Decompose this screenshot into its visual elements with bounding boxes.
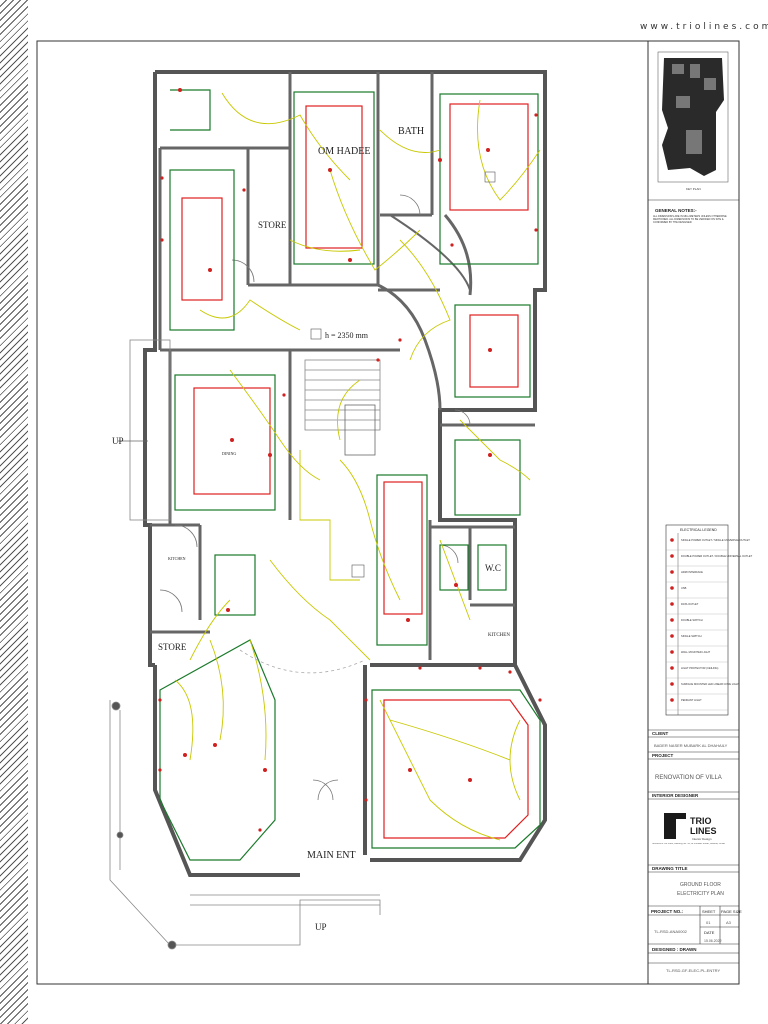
legend-symbol-icon bbox=[670, 602, 674, 606]
logo-lines: LINES bbox=[690, 826, 717, 836]
room-label-store-upper: STORE bbox=[258, 220, 287, 230]
room-label-store-lower: STORE bbox=[158, 642, 187, 652]
floor-plan: OM HADEE BATH STORE STORE W.C KITCHEN KI… bbox=[109, 70, 547, 950]
sheet-border bbox=[36, 40, 740, 985]
room-label-kitchen-left: KITCHEN bbox=[168, 556, 186, 561]
up-arrow-left: UP bbox=[112, 436, 124, 446]
legend-symbol-icon bbox=[670, 618, 674, 622]
legend-title: ELECTRICAL LEGEND bbox=[680, 528, 717, 532]
legend-item: DOUBLE SWITCH bbox=[681, 618, 703, 622]
room-label-dining: DINING bbox=[222, 451, 236, 456]
logo-tagline: Interior Design bbox=[692, 837, 712, 841]
dimension-label: h = 2350 mm bbox=[325, 331, 369, 340]
client-label: CLIENT bbox=[652, 731, 669, 736]
curved-wall bbox=[389, 214, 471, 291]
logo-trio: TRIO bbox=[690, 816, 712, 826]
legend-item: SINGLE SWITCH bbox=[681, 634, 702, 638]
legend-symbol-icon bbox=[670, 570, 674, 574]
drawing-title-line-2: ELECTRICITY PLAN bbox=[677, 891, 724, 897]
page-size: A3 bbox=[726, 920, 732, 925]
room-label-wc: W.C bbox=[485, 563, 501, 573]
outer-wall bbox=[370, 663, 547, 862]
room-label-om-hadee: OM HADEE bbox=[318, 146, 371, 157]
outer-wall bbox=[155, 70, 547, 665]
general-notes-title: GENERAL NOTES:- bbox=[655, 208, 697, 213]
room-label-main-ent: MAIN ENT bbox=[307, 850, 356, 861]
sheet-label: SHEET bbox=[702, 909, 716, 914]
drawing-code: TL-RSD-GF-ELEC-PL-ENTRY bbox=[666, 968, 720, 973]
client-name: BADER NASER MUBARK AL DHAHAILY bbox=[654, 743, 728, 748]
staircase bbox=[304, 359, 381, 456]
legend-item: LIGHT PROTECTOR (CEILING) bbox=[681, 666, 719, 670]
general-notes-text: ALL DIMENSIONS ARE IN MILLIMETERS UNLESS… bbox=[653, 215, 727, 224]
title-block: KEY PLAN GENERAL NOTES:- ALL DIMENSIONS … bbox=[648, 51, 753, 973]
trio-lines-logo: TRIO LINES Interior Design bbox=[664, 813, 717, 841]
room-label-bath: BATH bbox=[398, 126, 424, 137]
legend-symbol-icon bbox=[670, 634, 674, 638]
legend-symbol-icon bbox=[670, 554, 674, 558]
key-plan: KEY PLAN bbox=[657, 51, 729, 191]
key-plan-label: KEY PLAN bbox=[686, 187, 701, 191]
legend-symbol-icon bbox=[670, 586, 674, 590]
hatched-margin bbox=[0, 0, 28, 1024]
designer-address: Showroom: 1st Floor, Building No. 12, Al… bbox=[652, 843, 726, 845]
legend-symbol-icon bbox=[670, 666, 674, 670]
project-name: RENOVATION OF VILLA bbox=[655, 775, 722, 781]
outer-wall bbox=[153, 665, 300, 877]
legend-item: DOUBLE POWER OUTLET / DOUBLE UNIVERSAL O… bbox=[681, 554, 753, 558]
legend-symbol-icon bbox=[670, 698, 674, 702]
legend-item: SURFACE MOUNTED LED LINEAR COVE LIGHT bbox=[681, 682, 740, 686]
legend-item: USB bbox=[681, 586, 687, 590]
legend-symbol-icon bbox=[670, 650, 674, 654]
outer-wall bbox=[143, 72, 157, 667]
project-label: PROJECT bbox=[652, 753, 674, 758]
legend-item: PENDANT LIGHT bbox=[681, 698, 702, 702]
drawing-title-line-1: GROUND FLOOR bbox=[680, 882, 721, 888]
drawing-title-label: DRAWING TITLE bbox=[652, 866, 688, 871]
website-url: www.triolines.com bbox=[640, 22, 768, 32]
electrical-legend: ELECTRICAL LEGEND SINGLE POWER OUTLET / … bbox=[665, 524, 753, 716]
project-no-label: PROJECT NO.: bbox=[651, 909, 684, 914]
designer-label: INTERIOR DESIGNER bbox=[652, 793, 699, 798]
curved-wall bbox=[443, 214, 473, 296]
curved-wall bbox=[377, 283, 442, 411]
up-arrow-bottom: UP bbox=[315, 922, 327, 932]
project-no: TL-RSD-ANA0002 bbox=[654, 929, 688, 934]
designed-label: DESIGNED : DRAWN bbox=[652, 947, 697, 952]
room-label-kitchen-right: KITCHEN bbox=[488, 633, 510, 638]
legend-item: SINGLE POWER OUTLET / SINGLE UNIVERSAL O… bbox=[681, 538, 750, 542]
date-label: DATE bbox=[704, 930, 715, 935]
legend-symbol-icon bbox=[670, 538, 674, 542]
sheet-number: 01 bbox=[706, 920, 711, 925]
legend-item: DATA OUTLET bbox=[681, 602, 699, 606]
legend-symbol-icon bbox=[670, 682, 674, 686]
date-value: 15.06.2022 bbox=[704, 939, 722, 943]
page-size-label: PAGE SIZE bbox=[721, 909, 742, 914]
legend-item: WALL MOUNTED LIGHT bbox=[681, 650, 710, 654]
legend-item: HDMI INTERFACE bbox=[681, 570, 703, 574]
